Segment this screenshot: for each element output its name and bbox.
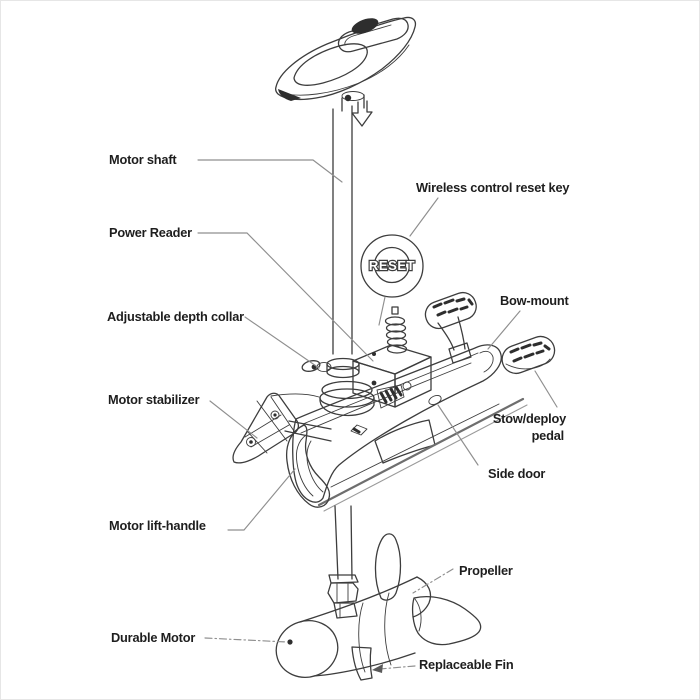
label-durable-motor: Durable Motor (111, 630, 195, 645)
mount-rail (317, 397, 525, 507)
motor-shaft-part (332, 100, 373, 355)
shaft-lines (332, 105, 353, 355)
head-slot-dark-inset (351, 18, 379, 34)
body-latch (350, 424, 368, 436)
pedal-stow-deploy (501, 335, 556, 375)
label-stow-deploy: Stow/deploy (493, 411, 567, 426)
body-outline (292, 344, 502, 503)
pedal-upper-hinge (448, 342, 472, 364)
side-door-marker (428, 395, 442, 405)
stabilizer-arm (284, 420, 332, 442)
lower-shaft-lines (334, 505, 353, 580)
wireless-reset-leader (409, 197, 439, 237)
handle-loop (285, 424, 331, 508)
side-door-leader (437, 404, 479, 466)
label-stow-deploy-pedal: pedal (532, 428, 564, 443)
label-motor-stabilizer: Motor stabilizer (108, 392, 200, 407)
head-slot-outline (337, 17, 409, 53)
head-neck-ring (341, 91, 365, 101)
head-outline (274, 16, 417, 101)
leader-lines (197, 159, 558, 673)
durable-motor-dot (287, 639, 293, 645)
depth-collar (301, 357, 375, 417)
motor-bottom-edge (313, 652, 416, 677)
prop-blade-right (411, 595, 482, 646)
label-adjustable-depth-collar: Adjustable depth collar (107, 309, 244, 324)
label-propeller: Propeller (459, 563, 513, 578)
motor-band-1 (358, 602, 366, 673)
nut-bracket (333, 602, 358, 619)
motor-shaft-leader (197, 159, 343, 183)
head-top-face (293, 43, 368, 86)
handle-inner-line (295, 434, 314, 497)
body-tip-detail (479, 350, 494, 373)
reset-outer-circle (360, 234, 424, 298)
collar-clamp-lever (301, 360, 321, 372)
label-side-door: Side door (488, 466, 545, 481)
lower-shaft (327, 505, 359, 619)
label-motor-shaft: Motor shaft (109, 152, 177, 167)
motor-stabilizer-bracket (232, 392, 332, 464)
label-replaceable-fin: Replaceable Fin (419, 657, 514, 672)
replaceable-fin-leader (379, 665, 416, 670)
head-inner-rim (280, 44, 410, 96)
label-power-reader: Power Reader (109, 225, 192, 240)
head-neck-bolt (344, 94, 352, 102)
label-wireless-control-reset-key: Wireless control reset key (416, 180, 570, 195)
propeller-part (374, 533, 482, 646)
collar-base-flare (319, 397, 375, 417)
label-bow-mount: Bow-mount (500, 293, 570, 308)
pedal-upper (424, 291, 477, 364)
body-mid-ridge (300, 362, 472, 434)
side-door-panel (374, 419, 436, 464)
prop-blade-root (414, 598, 422, 632)
head-bottom-shadow (278, 89, 301, 101)
stabilizer-outline (232, 392, 300, 464)
motor-torpedo (275, 576, 432, 678)
bow-mount-body (292, 344, 528, 512)
motor-band-2 (384, 592, 392, 666)
fin-outline (351, 646, 373, 681)
stow-deploy-leader (534, 370, 558, 408)
coil-cable (384, 306, 408, 354)
bow-mount-leader (487, 310, 521, 350)
box-screw-top (372, 352, 376, 356)
reset-button-label: RESET (369, 258, 415, 273)
fin-arrowhead (372, 664, 383, 673)
collar-base-ring1 (321, 380, 373, 400)
lift-handle-leader (227, 468, 296, 531)
prop-hub (412, 576, 432, 618)
depth-collar-leader (244, 316, 320, 369)
control-head (274, 16, 417, 112)
mount-rail-edge (323, 404, 528, 512)
replaceable-fin-part (351, 646, 373, 681)
deploy-arrow-icon (351, 100, 373, 127)
prop-blade-top (374, 533, 402, 601)
power-reader-box (352, 306, 432, 409)
shaft-collar-ring (328, 574, 359, 584)
pedal-stow-rim (505, 358, 551, 370)
label-motor-lift-handle: Motor lift-handle (109, 518, 206, 533)
head-slot-inner-line (344, 24, 392, 46)
propeller-leader (412, 568, 454, 594)
motor-stabilizer-leader (209, 400, 258, 439)
reset-pointer-line (378, 296, 386, 326)
hex-nut (327, 582, 359, 604)
ribbed-connector (376, 384, 405, 409)
power-reader-leader (197, 232, 374, 362)
box-screw-front (371, 380, 377, 386)
durable-motor-leader (204, 637, 288, 643)
lift-handle (285, 424, 331, 508)
box-right-face (394, 356, 432, 408)
pedal-upper-pad (424, 291, 477, 330)
body-bottom-edge (330, 403, 500, 488)
collar-ring-bottom (326, 365, 360, 379)
motor-top-edge (299, 576, 418, 623)
wireless-reset-button: RESET (360, 234, 424, 326)
labels: Motor shaft Wireless control reset key P… (107, 152, 571, 672)
reset-inner-circle (373, 246, 411, 284)
